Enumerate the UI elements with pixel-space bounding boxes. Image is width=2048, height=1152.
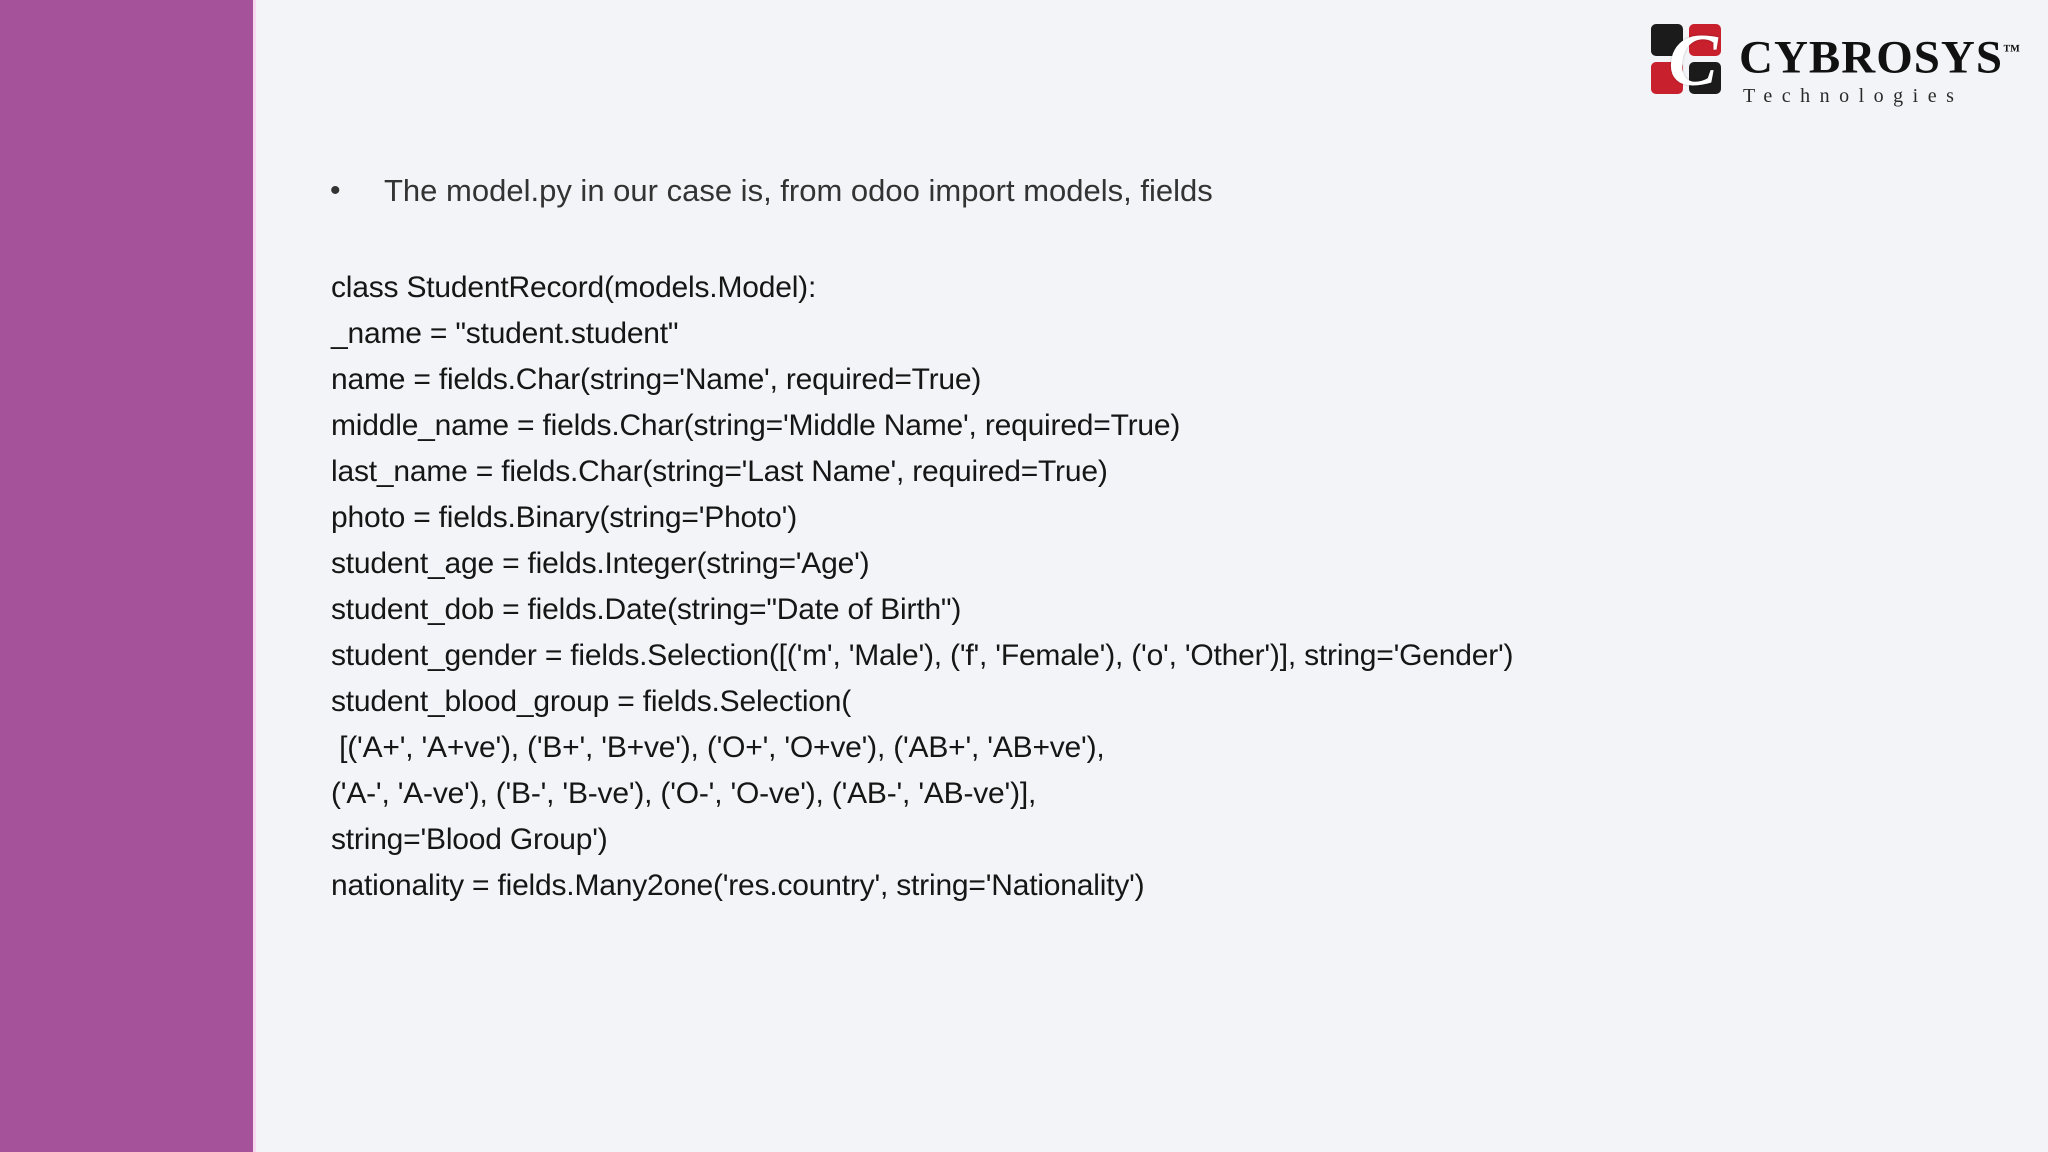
bullet-item-text: The model.py in our case is, from odoo i… [384,173,1213,208]
code-line: last_name = fields.Char(string='Last Nam… [331,455,1108,488]
code-line: class StudentRecord(models.Model): [331,271,817,304]
code-line: _name = "student.student" [331,317,679,350]
logo-subtitle: Technologies [1743,84,1964,107]
code-line: nationality = fields.Many2one('res.count… [331,869,1145,902]
code-line: student_dob = fields.Date(string="Date o… [331,593,962,626]
code-line: [('A+', 'A+ve'), ('B+', 'B+ve'), ('O+', … [331,731,1105,764]
logo-c-glyph: C [1668,20,1718,102]
logo-wordmark: CYBROSYS™ [1739,26,2020,83]
bullet-marker-icon: • [330,174,341,207]
code-line: student_age = fields.Integer(string='Age… [331,547,870,580]
logo-quadrant-top-left [1651,24,1684,56]
slide-content-area [256,0,2048,1152]
logo-text-group: CYBROSYS™ Technologies [1739,24,2020,109]
code-line: ('A-', 'A-ve'), ('B-', 'B-ve'), ('O-', '… [331,777,1037,810]
left-accent-band [0,0,253,1152]
bullet-item: • The model.py in our case is, from odoo… [330,171,1213,211]
logo-trademark-icon: ™ [2003,41,2020,60]
code-line: string='Blood Group') [331,823,608,856]
logo-mark-icon: C [1651,20,1723,102]
logo-quadrant-bottom-right [1689,62,1722,94]
code-line: photo = fields.Binary(string='Photo') [331,501,797,534]
code-line: student_gender = fields.Selection([('m',… [331,639,1514,672]
logo-wordmark-text: CYBROSYS [1739,31,2003,84]
logo-quadrant-bottom-left [1651,62,1684,94]
code-line: student_blood_group = fields.Selection( [331,685,852,718]
code-block: class StudentRecord(models.Model): _name… [331,265,1831,909]
cybrosys-logo: C CYBROSYS™ Technologies [1651,24,2020,109]
logo-quadrant-top-right [1689,24,1722,56]
code-line: name = fields.Char(string='Name', requir… [331,363,982,396]
left-accent-band-edge [253,0,256,1152]
code-line: middle_name = fields.Char(string='Middle… [331,409,1181,442]
